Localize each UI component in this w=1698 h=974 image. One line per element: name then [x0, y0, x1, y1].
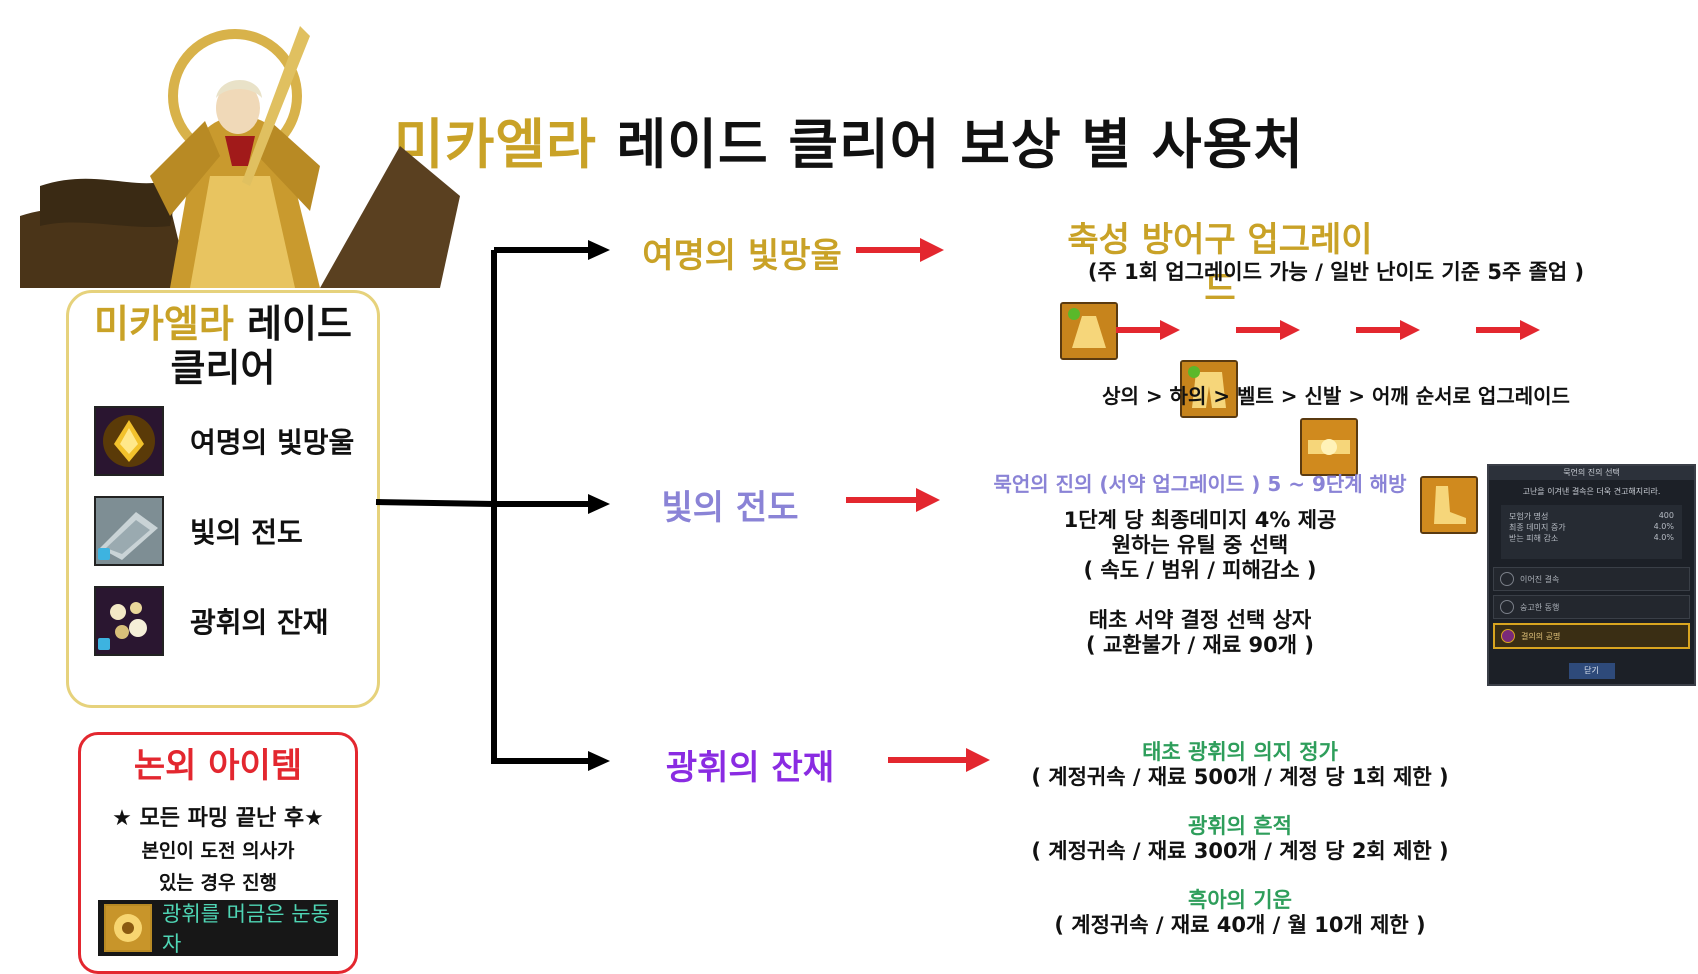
remnant-reward-detail: ( 계정귀속 / 재료 40개 / 월 10개 제한 )	[1054, 913, 1426, 937]
panel-stat-row: 받는 피해 감소 4.0%	[1509, 533, 1674, 544]
panel-stats: 모험가 명성 400 최종 데미지 증가 4.0% 받는 피해 감소 4.0%	[1501, 505, 1682, 559]
dawn-orb-label: 여명의 빛망울	[190, 426, 355, 459]
remnant-reward-name: 태초 광휘의 의지 정가	[1142, 740, 1338, 764]
radiant-eye-item: 광휘를 머금은 눈동자	[98, 900, 338, 956]
radiance-remnant-icon	[94, 586, 164, 656]
title-rest: 레이드 클리어 보상 별 사용처	[596, 113, 1304, 176]
stat-key: 최종 데미지 증가	[1509, 523, 1566, 532]
remnant-reward-name: 흑아의 기운	[1188, 888, 1292, 912]
conduct-line: 원하는 유틸 중 선택	[1111, 533, 1289, 557]
armor-bottom-icon	[1180, 360, 1238, 418]
conduct-line: 태초 서약 결정 선택 상자	[1088, 608, 1312, 632]
armor-upgrade-order: 상의 > 하의 > 벨트 > 신발 > 어깨 순서로 업그레이드	[1102, 384, 1570, 408]
page-title: 미카엘라 레이드 클리어 보상 별 사용처	[0, 100, 1698, 179]
armor-top-icon	[1060, 302, 1118, 360]
armor-shoes-icon	[1420, 476, 1478, 534]
conduct-line: 1단계 당 최종데미지 4% 제공	[1063, 508, 1337, 532]
title-highlight: 미카엘라	[394, 113, 597, 176]
branch-connector	[375, 240, 610, 771]
panel-stat-row: 모험가 명성 400	[1509, 511, 1674, 522]
remnant-reward-detail: ( 계정귀속 / 재료 300개 / 계정 당 2회 제한 )	[1031, 839, 1449, 863]
armor-upgrade-subtitle: (주 1회 업그레이드 가능 / 일반 난이도 기준 5주 졸업 )	[1087, 260, 1585, 284]
option-label: 이어진 결속	[1520, 574, 1560, 584]
raid-clear-title: 미카엘라 레이드 클리어	[66, 302, 380, 390]
armor-belt-icon	[1300, 418, 1358, 476]
conduct-heading: 묵언의 진의 (서약 업그레이드 ) 5 ~ 9단계 해방	[993, 472, 1407, 496]
remnant-reward-detail: ( 계정귀속 / 재료 500개 / 계정 당 1회 제한 )	[1031, 765, 1449, 789]
remnant-reward-name: 광휘의 흔적	[1188, 814, 1292, 838]
armor-upgrade-chain	[1060, 302, 1600, 592]
oath-selection-panel: 묵언의 진의 선택 고난을 이겨낸 결속은 더욱 견고해지리라. 모험가 명성 4…	[1487, 464, 1696, 686]
option-icon	[1501, 629, 1515, 643]
misc-item-title: 논외 아이템	[133, 746, 303, 786]
arrow-right-icon	[1356, 320, 1420, 340]
light-conduct-label: 빛의 전도	[190, 516, 303, 549]
panel-option[interactable]: 숭고한 동행	[1493, 595, 1690, 619]
raid-clear-title-rest: 레이드	[233, 302, 352, 346]
stat-key: 받는 피해 감소	[1509, 534, 1559, 543]
panel-header: 묵언의 진의 선택	[1489, 466, 1694, 480]
panel-stat-row: 최종 데미지 증가 4.0%	[1509, 522, 1674, 533]
option-icon	[1500, 600, 1514, 614]
raid-clear-title-line2: 클리어	[170, 346, 276, 390]
list-item: 여명의 빛망울	[94, 406, 374, 476]
armor-upgrade-title: 축성 방어구 업그레이드	[1067, 220, 1373, 309]
radiant-eye-icon	[104, 904, 152, 952]
character-illustration	[20, 26, 460, 288]
arrow-right-icon	[888, 748, 990, 772]
conduct-line: ( 교환불가 / 재료 90개 )	[1086, 633, 1314, 657]
stat-value: 400	[1658, 511, 1674, 520]
branch-label-radiance-remnant: 광휘의 잔재	[665, 748, 835, 788]
branch-label-light-conduct: 빛의 전도	[661, 488, 799, 528]
raid-clear-title-highlight: 미카엘라	[94, 302, 234, 346]
panel-close-button[interactable]: 닫기	[1568, 663, 1615, 679]
branch-label-dawn-orb: 여명의 빛망울	[642, 236, 842, 276]
panel-option[interactable]: 이어진 결속	[1493, 567, 1690, 591]
conduct-line: ( 속도 / 범위 / 피해감소 )	[1083, 558, 1317, 582]
arrow-right-icon	[1116, 320, 1180, 340]
arrow-right-icon	[846, 488, 940, 512]
misc-note-line2: 본인이 도전 의사가	[141, 840, 295, 862]
stat-value: 4.0%	[1653, 533, 1674, 542]
radiance-remnant-label: 광휘의 잔재	[190, 606, 329, 639]
arrow-right-icon	[856, 238, 944, 262]
panel-option-selected[interactable]: 결의의 공명	[1493, 623, 1690, 649]
option-label: 숭고한 동행	[1520, 602, 1560, 612]
list-item: 광휘의 잔재	[94, 586, 374, 656]
radiant-eye-label: 광휘를 머금은 눈동자	[162, 902, 330, 956]
misc-note-line3: 있는 경우 진행	[158, 872, 278, 894]
arrow-right-icon	[1476, 320, 1540, 340]
light-conduct-icon	[94, 496, 164, 566]
list-item: 빛의 전도	[94, 496, 374, 566]
stat-key: 모험가 명성	[1509, 512, 1549, 521]
option-icon	[1500, 572, 1514, 586]
dawn-orb-icon	[94, 406, 164, 476]
arrow-right-icon	[1236, 320, 1300, 340]
panel-description: 고난을 이겨낸 결속은 더욱 견고해지리라.	[1522, 487, 1661, 496]
misc-note-line1: ★ 모든 파밍 끝난 후★	[112, 806, 324, 831]
stat-value: 4.0%	[1653, 522, 1674, 531]
option-label: 결의의 공명	[1521, 631, 1561, 641]
